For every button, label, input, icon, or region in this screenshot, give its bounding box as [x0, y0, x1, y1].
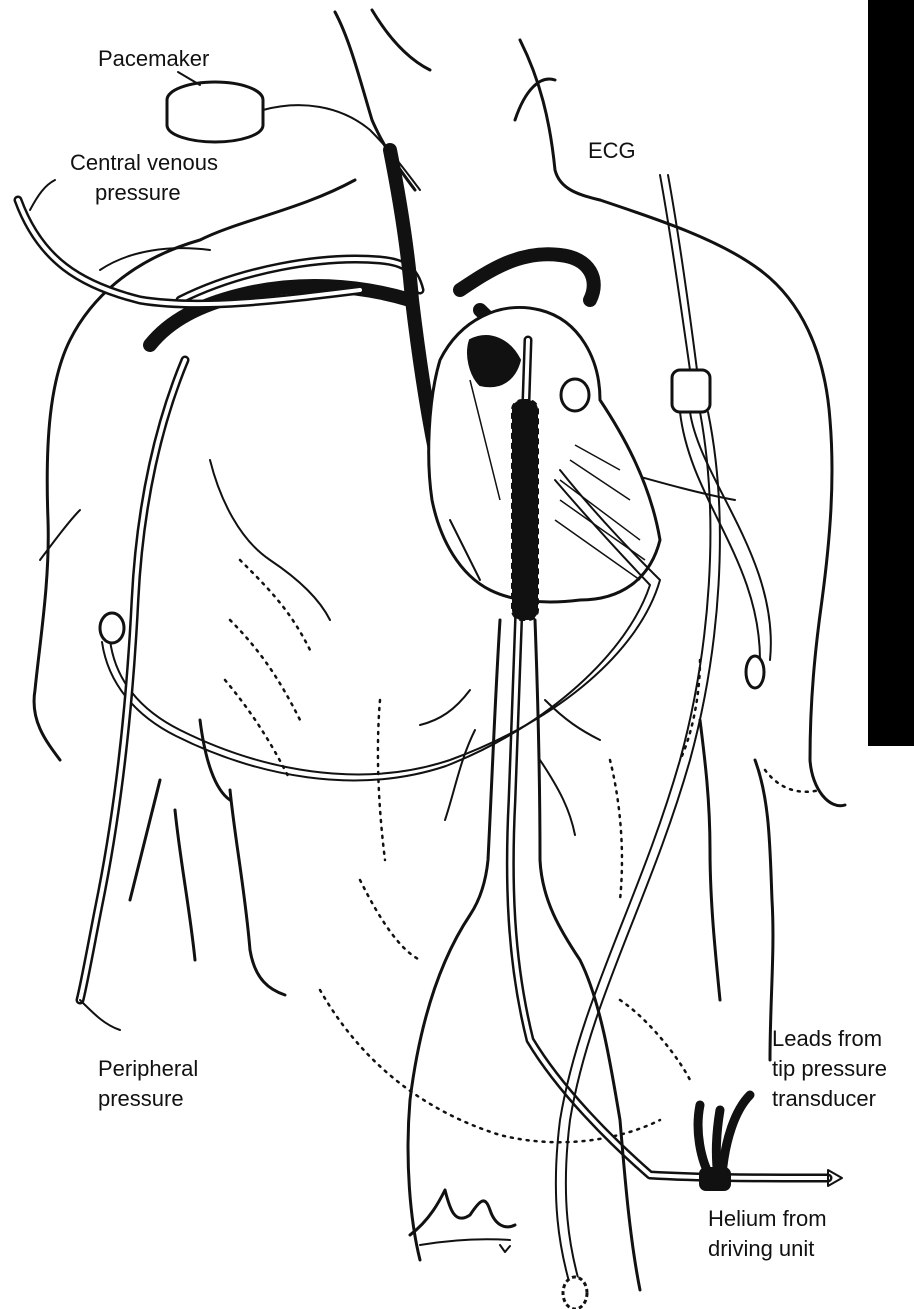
label-pacemaker: Pacemaker — [98, 46, 209, 71]
label-helium-2: driving unit — [708, 1236, 814, 1261]
label-peripheral-1: Peripheral — [98, 1056, 198, 1081]
label-helium-1: Helium from — [708, 1206, 827, 1231]
label-peripheral-2: pressure — [98, 1086, 184, 1111]
label-leads-2: tip pressure — [772, 1056, 887, 1081]
torso-outline — [34, 180, 845, 1060]
black-edge-band — [868, 0, 914, 746]
neck-outline — [335, 10, 600, 200]
label-central-venous-line-1: Central venous — [70, 150, 218, 175]
aorta-and-iliacs — [408, 620, 640, 1290]
label-leads-1: Leads from — [772, 1026, 882, 1051]
label-leads-3: transducer — [772, 1086, 876, 1111]
ecg-cable — [100, 175, 771, 1309]
label-ecg: ECG — [588, 138, 636, 163]
label-central-venous-line-2: pressure — [95, 180, 181, 205]
rib-cage — [225, 560, 820, 1142]
signature-mark — [410, 1190, 515, 1252]
peripheral-line — [80, 360, 185, 1030]
